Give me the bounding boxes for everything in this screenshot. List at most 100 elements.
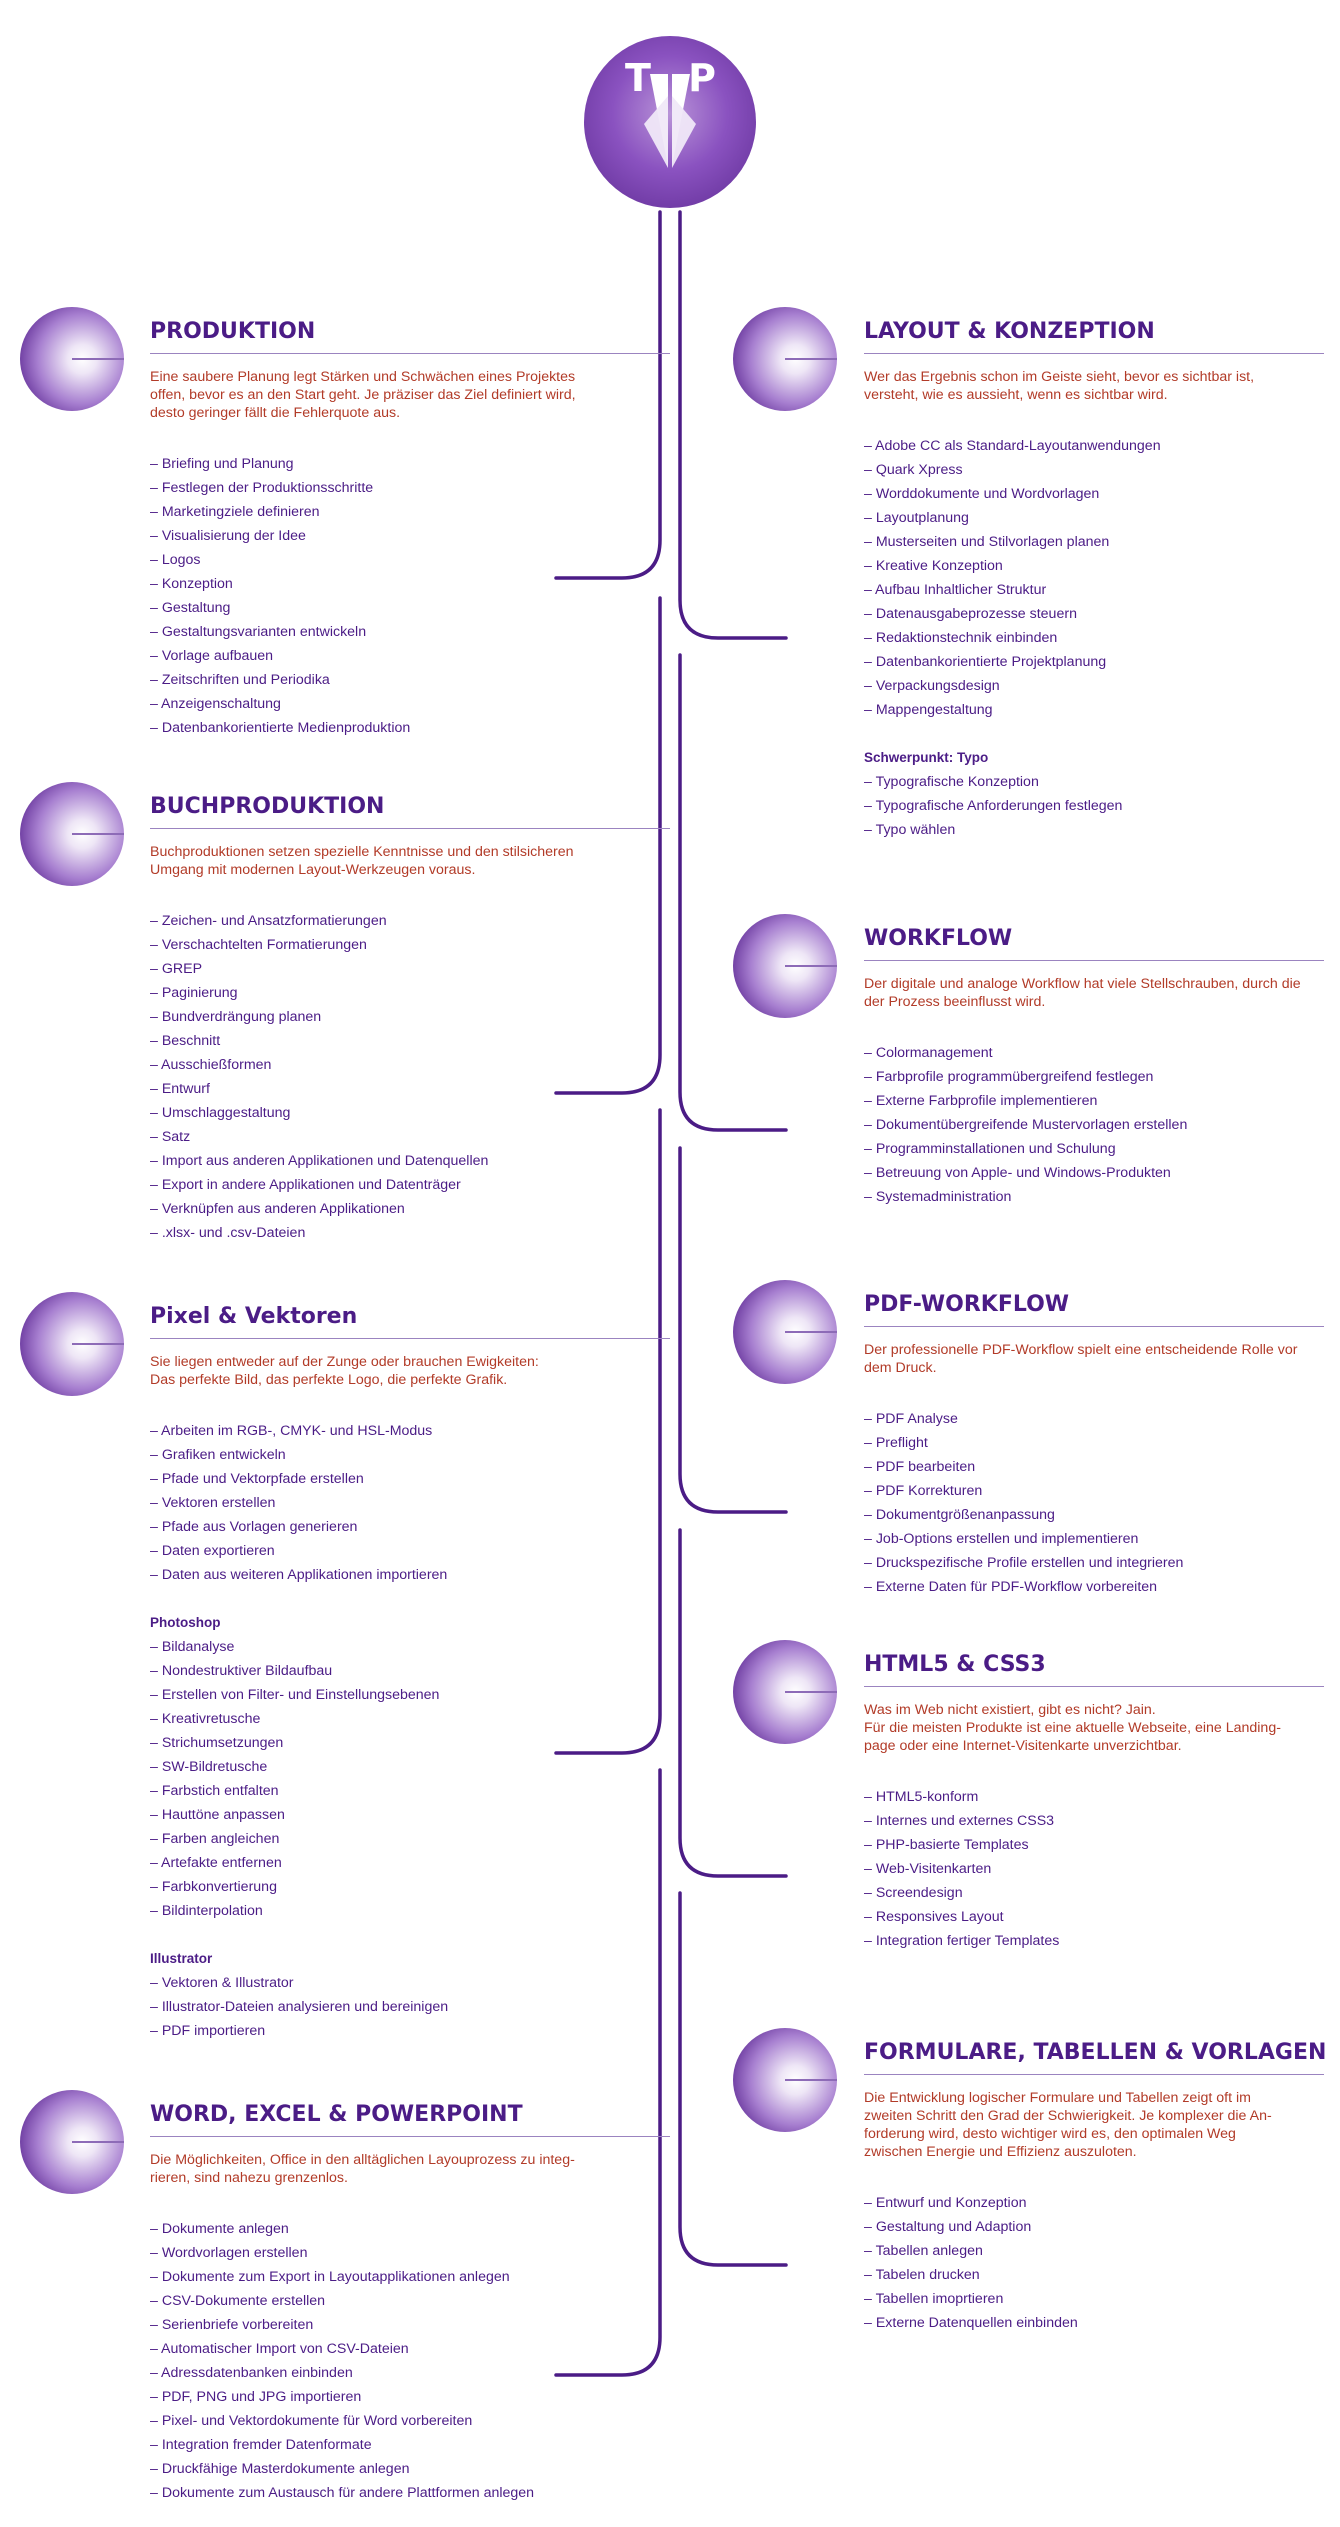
list-item: – Vorlage aufbauen (150, 648, 274, 664)
section-intro: Buchproduktionen setzen spezielle Kenntn… (150, 843, 670, 879)
list-item: – Tabellen anlegen (864, 2243, 983, 2259)
intro-line: Der professionelle PDF-Workflow spielt e… (864, 1342, 1298, 1358)
list-item: – Typografische Anforderungen festlegen (864, 798, 1123, 814)
section-divider (864, 353, 1324, 354)
list-item: – CSV-Dokumente erstellen (150, 2293, 326, 2309)
svg-text:T: T (625, 56, 651, 100)
section-intro: Wer das Ergebnis schon im Geiste sieht, … (864, 368, 1324, 404)
list-item: – Import aus anderen Applikationen und D… (150, 1153, 489, 1169)
section-divider (150, 1338, 670, 1339)
list-item: – Typografische Konzeption (864, 774, 1039, 790)
list-item: – Datenbankorientierte Projektplanung (864, 654, 1107, 670)
list-item: – Logos (150, 552, 201, 568)
list-item: – .xlsx- und .csv-Dateien (150, 1225, 306, 1241)
list-item: – Externe Daten für PDF-Workflow vorbere… (864, 1579, 1158, 1595)
list-item: – Druckfähige Masterdokumente anlegen (150, 2461, 410, 2477)
logo-mark: T P (625, 56, 716, 168)
list-item: – Briefing und Planung (150, 456, 294, 472)
list-item: – PDF Analyse (864, 1411, 958, 1427)
section-intro: Sie liegen entweder auf der Zunge oder b… (150, 1353, 670, 1389)
intro-line: Sie liegen entweder auf der Zunge oder b… (150, 1354, 539, 1370)
section-divider (864, 960, 1324, 961)
intro-line: Das perfekte Bild, das perfekte Logo, di… (150, 1372, 508, 1388)
list-item: – Tabelen drucken (864, 2267, 980, 2283)
list-item: – Mappengestaltung (864, 702, 993, 718)
list-item: – PDF importieren (150, 2023, 266, 2039)
list-item: – Festlegen der Produktionsschritte (150, 480, 374, 496)
connector-html5-css3 (678, 1528, 788, 1878)
list-item: – Zeichen- und Ansatzformatierungen (150, 913, 387, 929)
list-item: – Web-Visitenkarten (864, 1861, 992, 1877)
connector-workflow (678, 653, 788, 1132)
section-title: PDF-WORKFLOW (864, 1292, 1070, 1317)
section-list: – Arbeiten im RGB-, CMYK- und HSL-Modus–… (150, 1419, 670, 2043)
list-item: – Export in andere Applikationen und Dat… (150, 1177, 461, 1193)
list-item: – Datenbankorientierte Medienproduktion (150, 720, 411, 736)
intro-line: offen, bevor es an den Start geht. Je pr… (150, 387, 576, 403)
section-intro: Die Möglichkeiten, Office in den alltägl… (150, 2151, 670, 2187)
list-item: – Strichumsetzungen (150, 1735, 284, 1751)
logo: T P (584, 36, 756, 208)
list-item: – Aufbau Inhaltlicher Struktur (864, 582, 1047, 598)
section-intro: Der digitale und analoge Workflow hat vi… (864, 975, 1324, 1011)
section-list: – Entwurf und Konzeption– Gestaltung und… (864, 2191, 1324, 2335)
section-ball-pdf-workflow (733, 1280, 837, 1384)
section-intro: Was im Web nicht existiert, gibt es nich… (864, 1701, 1324, 1755)
list-item: – Farben angleichen (150, 1831, 280, 1847)
list-item: – Artefakte entfernen (150, 1855, 282, 1871)
section-title: HTML5 & CSS3 (864, 1652, 1046, 1677)
list-item: – Bildanalyse (150, 1639, 235, 1655)
list-item: – PHP-basierte Templates (864, 1837, 1029, 1853)
list-item: – SW-Bildretusche (150, 1759, 268, 1775)
list-item: – Layoutplanung (864, 510, 969, 526)
list-item: – Dokumente anlegen (150, 2221, 289, 2237)
section-pdf-workflow: PDF-WORKFLOW Der professionelle PDF-Workf… (864, 1289, 1324, 1599)
list-item: – Betreuung von Apple- und Windows-Produ… (864, 1165, 1171, 1181)
list-item: – Grafiken entwickeln (150, 1447, 286, 1463)
list-item: – Beschnitt (150, 1033, 221, 1049)
list-item: – PDF, PNG und JPG importieren (150, 2389, 362, 2405)
intro-line: Was im Web nicht existiert, gibt es nich… (864, 1702, 1156, 1718)
section-divider (150, 353, 670, 354)
list-item: – Wordvorlagen erstellen (150, 2245, 308, 2261)
connector-buchproduktion (554, 596, 662, 1095)
connector-produktion (554, 210, 662, 580)
intro-line: Buchproduktionen setzen spezielle Kenntn… (150, 844, 574, 860)
list-item: – Konzeption (150, 576, 233, 592)
list-item: – HTML5-konform (864, 1789, 979, 1805)
section-divider (864, 1686, 1324, 1687)
section-intro: Der professionelle PDF-Workflow spielt e… (864, 1341, 1324, 1377)
list-item: – Quark Xpress (864, 462, 963, 478)
subgroup-heading: Photoshop (150, 1615, 221, 1630)
list-item: – Gestaltung (150, 600, 231, 616)
list-item: – Integration fremder Datenformate (150, 2437, 372, 2453)
intro-line: Für die meisten Produkte ist eine aktuel… (864, 1720, 1281, 1736)
list-item: – Redaktionstechnik einbinden (864, 630, 1058, 646)
section-title: FORMULARE, TABELLEN & VORLAGEN (864, 2040, 1327, 2065)
list-item: – Ausschießformen (150, 1057, 272, 1073)
section-list: – Colormanagement– Farbprofile programmü… (864, 1041, 1324, 1209)
list-item: – Erstellen von Filter- und Einstellungs… (150, 1687, 440, 1703)
section-list: – HTML5-konform – Internes und externes C… (864, 1785, 1324, 1953)
list-item: – Farbprofile programmübergreifend festl… (864, 1069, 1154, 1085)
section-list: – Dokumente anlegen – Wordvorlagen erstel… (150, 2217, 670, 2505)
section-ball-html5-css3 (733, 1640, 837, 1744)
list-item: – Verknüpfen aus anderen Applikationen (150, 1201, 405, 1217)
list-item: – Serienbriefe vorbereiten (150, 2317, 314, 2333)
list-item: – Internes und externes CSS3 (864, 1813, 1055, 1829)
list-item: – Tabellen imoprtieren (864, 2291, 1004, 2307)
intro-line: Umgang mit modernen Layout-Werkzeugen vo… (150, 862, 476, 878)
section-list: – Zeichen- und Ansatzformatierungen – Ver… (150, 909, 670, 1245)
list-item: – Responsives Layout (864, 1909, 1004, 1925)
section-title: WORKFLOW (864, 926, 1013, 951)
connector-layout-konzeption (678, 210, 788, 640)
intro-line: Wer das Ergebnis schon im Geiste sieht, … (864, 369, 1255, 385)
list-item: – Integration fertiger Templates (864, 1933, 1060, 1949)
list-item: – Externe Farbprofile implementieren (864, 1093, 1098, 1109)
intro-line: Die Möglichkeiten, Office in den alltägl… (150, 2152, 575, 2168)
intro-line: versteht, wie es aussieht, wenn es sicht… (864, 387, 1168, 403)
